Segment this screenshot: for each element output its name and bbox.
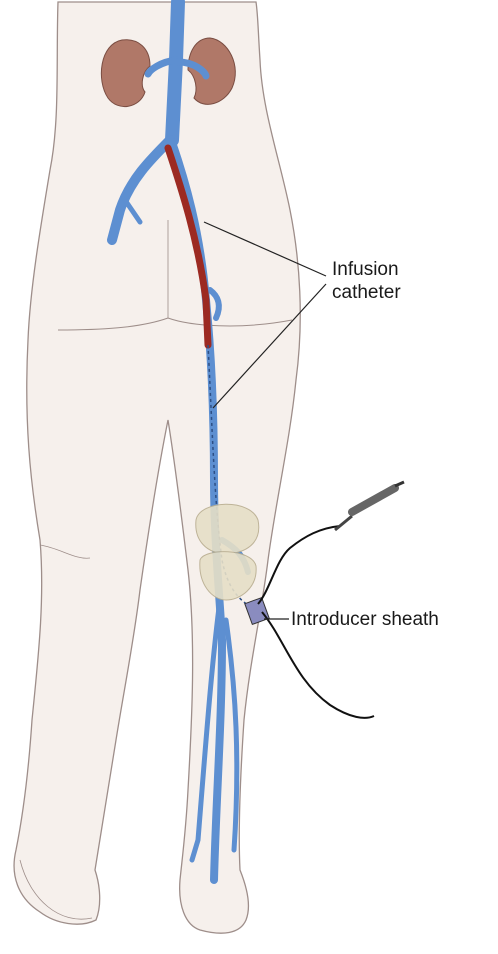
introducer-sheath-label: Introducer sheath	[291, 608, 439, 631]
body-outline	[14, 2, 300, 933]
infusion-label-line1: Infusion	[332, 258, 401, 281]
infusion-label-line2: catheter	[332, 281, 401, 304]
infusion-catheter-label: Infusion catheter	[332, 258, 401, 304]
left-kidney	[101, 40, 150, 107]
